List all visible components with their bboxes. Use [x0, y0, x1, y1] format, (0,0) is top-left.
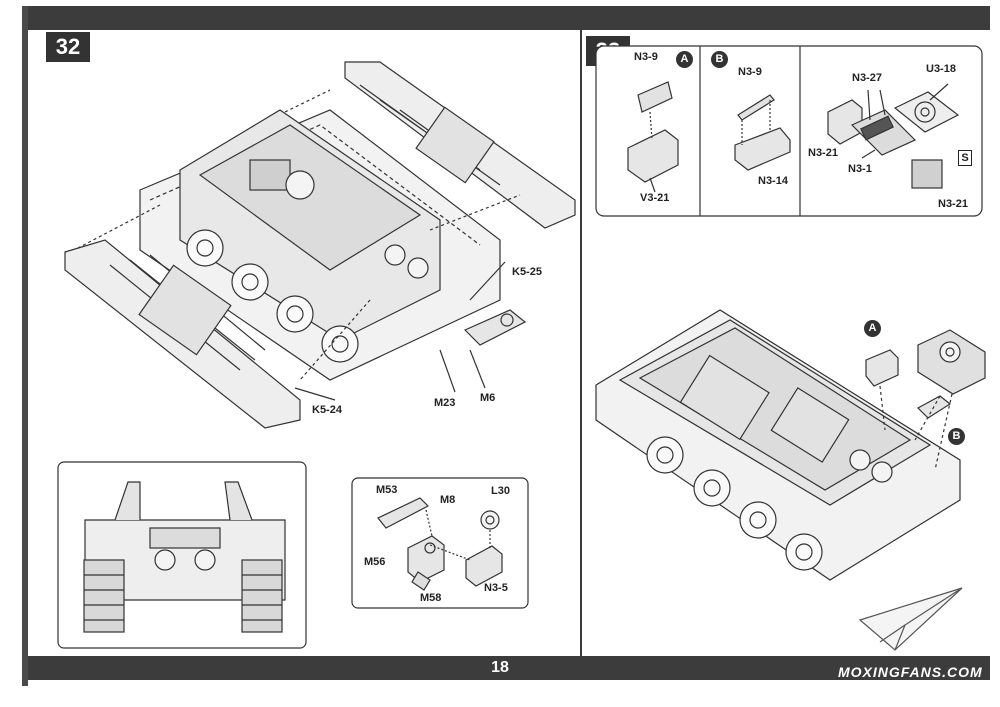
label-l30: L30	[491, 485, 510, 497]
footer-bar	[28, 656, 990, 680]
label-m6: M6	[480, 392, 496, 404]
label-m58: M58	[420, 592, 442, 604]
label-m23: M23	[434, 397, 456, 409]
page-divider	[580, 30, 582, 658]
label-n3-9-b: N3-9	[738, 66, 762, 78]
detail-drawing	[377, 497, 503, 591]
step33-hull-drawing	[595, 309, 986, 581]
step32-hull-drawing	[64, 61, 576, 429]
step33-subassembly-box	[595, 45, 983, 217]
panel-c-drawing	[827, 83, 960, 189]
marker-b-panel: B	[711, 51, 728, 68]
label-m8: M8	[440, 494, 456, 506]
paper-plane-logo	[858, 587, 963, 651]
label-n3-9-a: N3-9	[634, 51, 658, 63]
page-number: 18	[491, 659, 509, 676]
label-n3-5: N3-5	[484, 582, 508, 594]
label-k5-24: K5-24	[312, 404, 342, 416]
symmetric-part-icon: S	[958, 150, 972, 166]
label-m53: M53	[376, 484, 398, 496]
step-32-number: 32	[46, 32, 90, 62]
panel-a-drawing	[627, 81, 679, 193]
rear-view-drawing	[83, 481, 286, 633]
label-n3-27: N3-27	[852, 72, 882, 84]
panel-b-drawing	[734, 94, 791, 171]
marker-a-panel: A	[676, 51, 693, 68]
header-bar	[28, 6, 990, 30]
marker-a-main: A	[864, 320, 881, 337]
label-u3-18: U3-18	[926, 63, 956, 75]
label-n3-21-right: N3-21	[938, 198, 968, 210]
label-m56: M56	[364, 556, 386, 568]
label-v3-21: V3-21	[640, 192, 670, 204]
binding-edge	[22, 6, 28, 686]
label-n3-21-left: N3-21	[808, 147, 838, 159]
watermark-text: MOXINGFANS.COM	[838, 664, 983, 680]
label-n3-14: N3-14	[758, 175, 788, 187]
label-k5-25: K5-25	[512, 266, 542, 278]
marker-b-main: B	[948, 428, 965, 445]
label-n3-1: N3-1	[848, 163, 872, 175]
